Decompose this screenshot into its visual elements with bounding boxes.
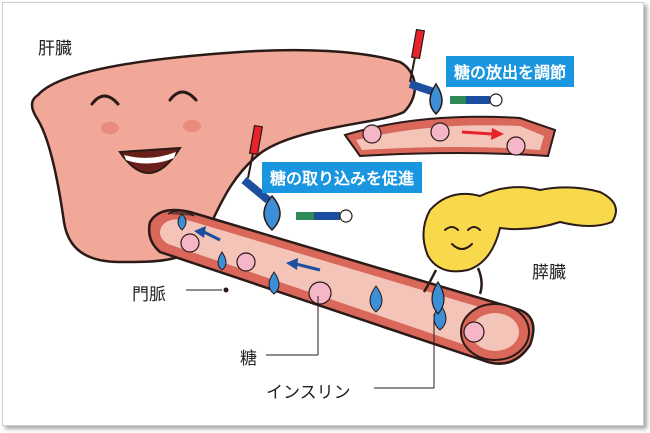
glucose-cell (237, 253, 255, 271)
portal-vein-point (224, 288, 229, 293)
liver-left-cheek (101, 122, 119, 134)
label-glucose: 糖 (240, 344, 257, 369)
callout-release: 糖の放出を調節 (446, 56, 574, 87)
label-liver: 肝臓 (38, 34, 72, 59)
glucose-cell (181, 234, 199, 252)
label-insulin: インスリン (266, 378, 351, 403)
glucose-cell (464, 322, 484, 342)
glucose-cell (309, 282, 331, 304)
glucose-cell (363, 125, 381, 143)
glucose-cell (431, 123, 449, 141)
glucose-cell (507, 137, 525, 155)
liver-right-cheek (183, 120, 201, 132)
label-pancreas: 膵臓 (532, 258, 566, 283)
upper-vessel (345, 117, 555, 156)
label-portal-vein: 門脈 (132, 280, 166, 305)
callout-uptake: 糖の取り込みを促進 (262, 162, 422, 193)
